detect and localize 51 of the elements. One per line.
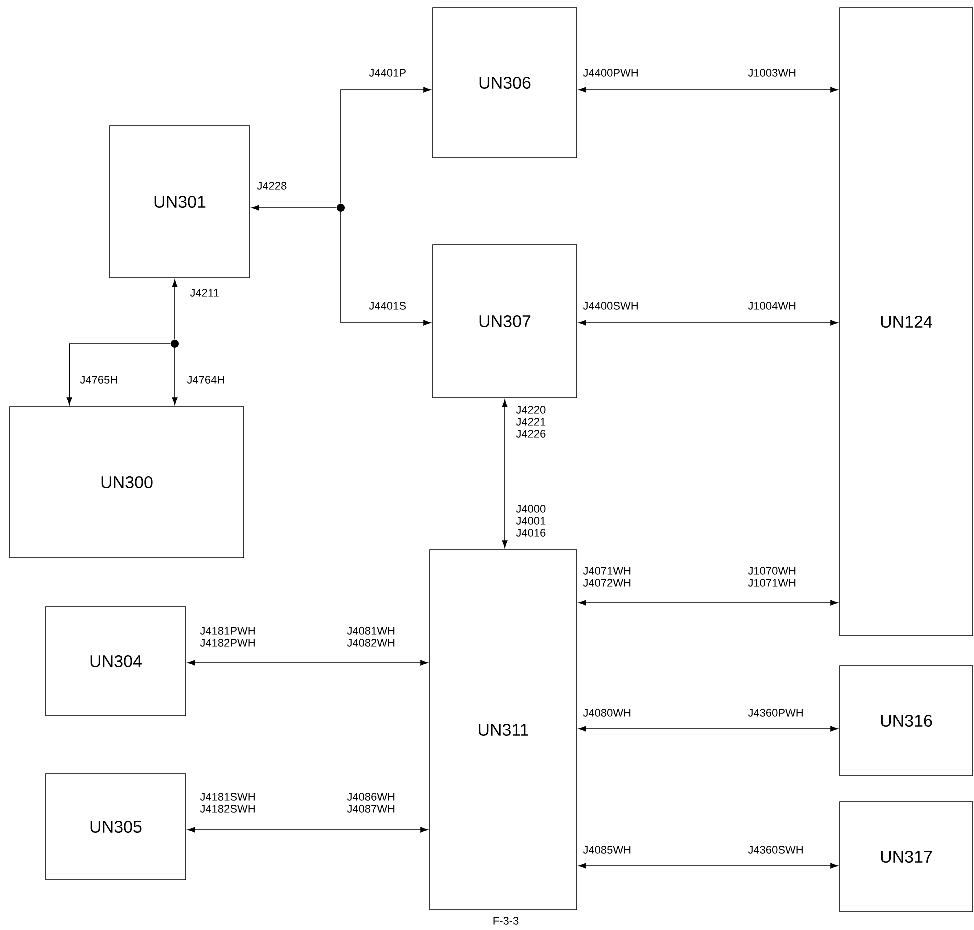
unit-box: UN305 <box>46 774 186 880</box>
connector-label: J4182SWH <box>200 805 255 813</box>
unit-box: UN304 <box>46 606 186 716</box>
connector-label: J4181PWH <box>200 627 255 635</box>
connector-label: J4401S <box>369 302 406 310</box>
arrow <box>172 348 178 406</box>
arrow <box>502 400 508 548</box>
unit-box: UN317 <box>840 802 974 912</box>
arrow <box>172 280 178 340</box>
arrow <box>252 205 338 211</box>
connector-label: J4086WH <box>347 793 395 801</box>
connector-label: J4182PWH <box>200 639 255 647</box>
connector-label: J4082WH <box>347 639 395 647</box>
connector-label: J1070WH <box>748 567 796 575</box>
connector-label: J4000 <box>516 505 546 513</box>
unit-box: UN124 <box>840 8 974 636</box>
connector-label: J4221 <box>516 418 546 426</box>
connector-label: J4226 <box>516 430 546 438</box>
connector-label: J4360SWH <box>748 846 803 854</box>
unit-box: UN311 <box>430 550 578 910</box>
junction-dot <box>171 340 179 348</box>
connector-label: J4181SWH <box>200 793 255 801</box>
unit-box: UN300 <box>10 406 244 558</box>
arrow <box>340 87 432 204</box>
arrow <box>188 660 428 666</box>
connector-label: J4001 <box>516 517 546 525</box>
arrow <box>66 344 172 406</box>
connector-label: J4401P <box>369 69 406 77</box>
unit-box: UN306 <box>432 8 578 158</box>
arrow <box>578 87 838 93</box>
connector-label: J4087WH <box>347 805 395 813</box>
connector-label: J4081WH <box>347 627 395 635</box>
connector-label: J1003WH <box>748 69 796 77</box>
connector-label: J4360PWH <box>748 709 803 717</box>
connector-label: J1004WH <box>748 302 796 310</box>
arrow <box>188 827 428 833</box>
unit-box: UN316 <box>840 666 974 776</box>
connector-label: J1071WH <box>748 579 796 587</box>
junction-dot <box>337 204 345 212</box>
unit-box: UN301 <box>110 126 250 278</box>
connector-label: J4016 <box>516 529 546 537</box>
arrow <box>578 600 838 606</box>
unit-box: UN307 <box>432 244 578 398</box>
arrow <box>340 212 432 326</box>
arrow <box>578 320 838 326</box>
connector-label: J4764H <box>187 376 224 384</box>
arrow <box>578 726 838 732</box>
figure-caption: F-3-3 <box>494 917 519 925</box>
arrow <box>578 863 838 869</box>
connector-label: J4765H <box>80 376 118 384</box>
connector-label: J4211 <box>190 289 219 297</box>
